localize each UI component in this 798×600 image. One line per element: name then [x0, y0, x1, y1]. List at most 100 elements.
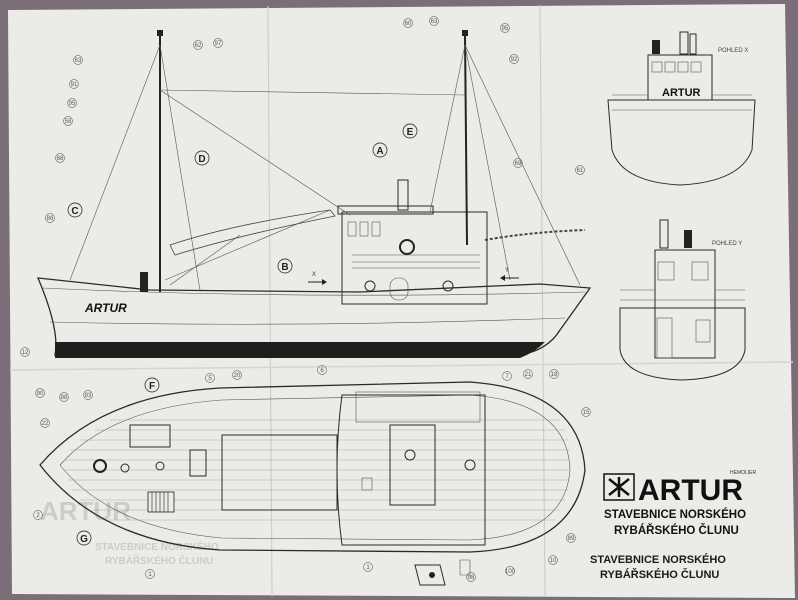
callout-88: 88	[59, 392, 69, 402]
svg-text:90: 90	[37, 391, 44, 397]
svg-text:10: 10	[550, 558, 557, 564]
svg-text:86: 86	[47, 216, 54, 222]
letter-c: C	[67, 202, 83, 218]
bleed-through-text: ARTUR STAVEBNICE NORSKÉHO RYBÁŘSKÉHO ČLU…	[40, 496, 219, 567]
svg-text:97: 97	[215, 41, 222, 47]
svg-text:89: 89	[568, 536, 575, 542]
deck-plan	[39, 381, 586, 553]
svg-text:61: 61	[577, 168, 584, 174]
svg-text:63: 63	[75, 58, 82, 64]
wheelhouse-top	[336, 394, 486, 546]
letter-a: A	[372, 142, 388, 158]
svg-text:91: 91	[71, 82, 78, 88]
svg-text:1: 1	[148, 572, 152, 578]
svg-text:A: A	[376, 146, 383, 157]
part-callouts: 63 62 97 91 95 58 68 86 60 63 95 92 69 6…	[20, 16, 591, 582]
front-view: POHLED X ARTUR	[607, 31, 756, 186]
callout-69: 69	[513, 158, 523, 168]
svg-text:18: 18	[551, 372, 558, 378]
svg-text:62: 62	[195, 43, 202, 49]
callout-15: 15	[581, 407, 591, 417]
title-block: ARTUR HEMOLIER STAVEBNICE NORSKÉHO RYBÁŘ…	[590, 470, 757, 581]
letter-b: B	[277, 258, 293, 274]
callout-21: 21	[523, 369, 533, 379]
callout-20: 20	[232, 370, 242, 380]
svg-text:12: 12	[22, 350, 29, 356]
callout-83: 83	[83, 390, 93, 400]
arrow-x-label: X	[312, 272, 316, 278]
svg-text:21: 21	[525, 372, 532, 378]
callout-1b: 1	[363, 562, 373, 572]
svg-text:60: 60	[405, 21, 412, 27]
callout-100: 100	[505, 566, 516, 576]
callout-6: 6	[317, 365, 327, 375]
svg-text:C: C	[71, 206, 78, 217]
letter-e: E	[402, 123, 418, 139]
hull-outline	[36, 277, 592, 356]
letter-g: G	[76, 530, 92, 546]
maker-name: HEMOLIER	[730, 470, 757, 476]
letter-f: F	[144, 377, 160, 393]
svg-text:STAVEBNICE NORSKÉHO: STAVEBNICE NORSKÉHO	[95, 540, 219, 553]
funnel	[397, 179, 409, 211]
callout-12: 12	[20, 347, 30, 357]
svg-text:1: 1	[366, 565, 370, 571]
title-line-1: STAVEBNICE NORSKÉHO	[604, 508, 746, 521]
callout-95a: 95	[67, 98, 77, 108]
callout-97: 97	[213, 38, 223, 48]
svg-text:G: G	[80, 534, 88, 545]
svg-text:63: 63	[431, 19, 438, 25]
svg-text:58: 58	[65, 119, 72, 125]
loose-parts	[414, 559, 471, 586]
svg-text:15: 15	[583, 410, 590, 416]
svg-text:2: 2	[36, 513, 40, 519]
callout-7: 7	[502, 371, 512, 381]
callout-61: 61	[575, 165, 585, 175]
title-line-2-copy: RYBÁŘSKÉHO ČLUNU	[600, 568, 719, 581]
title-line-2: RYBÁŘSKÉHO ČLUNU	[614, 524, 739, 537]
callout-2: 2	[33, 510, 43, 520]
fold-line-vertical	[267, 5, 273, 597]
svg-text:98: 98	[468, 575, 475, 581]
callout-62: 62	[193, 40, 203, 50]
title-line-1-copy: STAVEBNICE NORSKÉHO	[590, 553, 726, 566]
svg-text:20: 20	[234, 373, 241, 379]
callout-89: 89	[566, 533, 576, 543]
svg-text:D: D	[198, 154, 205, 165]
rear-view-label: POHLED Y	[712, 241, 742, 247]
callout-63a: 63	[73, 55, 83, 65]
svg-text:7: 7	[505, 374, 509, 380]
deck-outline	[39, 381, 586, 553]
callout-98: 98	[466, 572, 476, 582]
svg-text:83: 83	[85, 393, 92, 399]
svg-text:RYBÁŘSKÉHO ČLUNU: RYBÁŘSKÉHO ČLUNU	[105, 554, 214, 567]
callout-60: 60	[403, 18, 413, 28]
logo-icon	[608, 477, 630, 497]
callout-63b: 63	[429, 16, 439, 26]
callout-91: 91	[69, 79, 79, 89]
wheelhouse-roof	[337, 205, 434, 215]
rear-hull	[619, 307, 746, 381]
grating	[147, 491, 175, 513]
hull-name: ARTUR	[84, 301, 127, 315]
svg-text:E: E	[407, 127, 414, 138]
svg-text:22: 22	[42, 421, 49, 427]
side-view: ARTUR X Y	[36, 30, 592, 358]
callout-58: 58	[63, 116, 73, 126]
svg-text:B: B	[281, 262, 288, 273]
front-view-label: POHLED X	[718, 48, 748, 54]
svg-text:95: 95	[502, 26, 509, 32]
brand-name: ARTUR	[638, 474, 743, 507]
callout-86: 86	[45, 213, 55, 223]
sheer-line	[41, 287, 586, 296]
front-hull	[607, 99, 756, 186]
lifebuoy	[399, 239, 415, 255]
callout-68: 68	[55, 153, 65, 163]
arrow-y-label: Y	[505, 268, 509, 274]
svg-text:88: 88	[61, 395, 68, 401]
callout-92: 92	[509, 54, 519, 64]
callout-1a: 1	[145, 569, 155, 579]
svg-text:68: 68	[57, 156, 64, 162]
svg-text:5: 5	[208, 376, 212, 382]
